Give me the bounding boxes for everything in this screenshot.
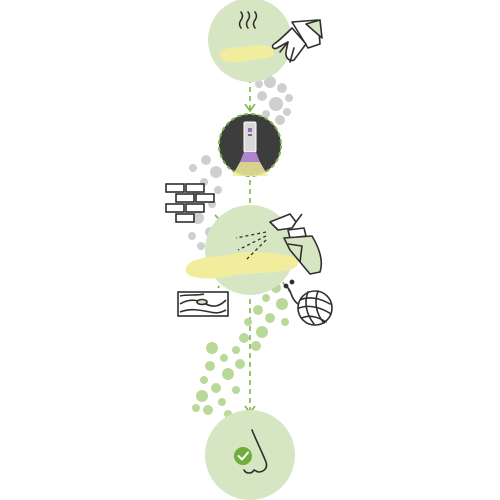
stain-large xyxy=(185,251,299,279)
wood-floor-icon xyxy=(177,291,229,317)
stain-puddle xyxy=(219,45,275,63)
step-detect-odor xyxy=(208,0,323,82)
step-odor-free xyxy=(205,410,295,500)
spray-bottle-icon xyxy=(269,213,323,275)
brick-wall-icon xyxy=(165,183,215,223)
spray-mist xyxy=(235,231,267,261)
yarn-ball-icon xyxy=(283,279,333,326)
uv-flashlight-icon xyxy=(232,121,268,176)
odor-waves-icon xyxy=(238,11,258,29)
arrow-head-1 xyxy=(244,103,256,113)
pointing-hand-icon xyxy=(271,19,323,63)
step-spray-clean xyxy=(185,205,323,295)
nose-icon xyxy=(243,429,268,474)
step-inspect-uv xyxy=(218,113,282,177)
check-icon xyxy=(234,447,252,465)
